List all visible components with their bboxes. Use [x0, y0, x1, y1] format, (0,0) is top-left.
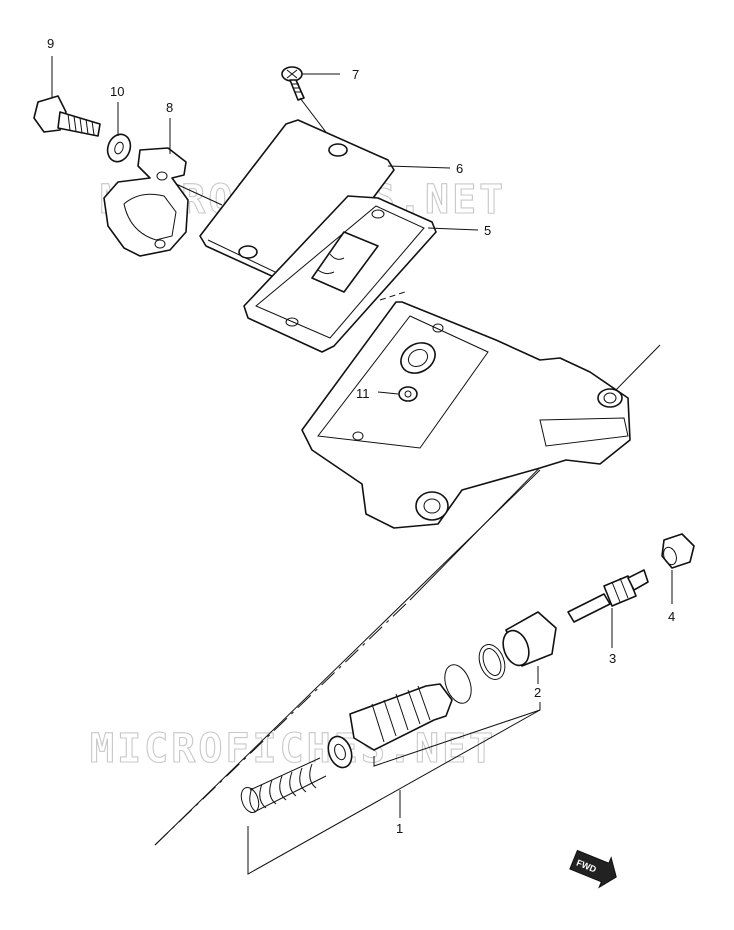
label-part-4: 4 [668, 609, 675, 624]
bolt-part-9 [33, 95, 101, 137]
cap-part-4 [661, 533, 695, 569]
piston-assembly-part-1 [240, 683, 453, 814]
label-part-6: 6 [456, 161, 463, 176]
watermark-bottom: MICROFICHES.NET [90, 726, 496, 772]
label-part-7: 7 [352, 67, 359, 82]
label-part-11: 11 [356, 386, 370, 401]
fwd-arrow-icon: FWD [569, 849, 617, 889]
seal-part-2 [444, 611, 557, 704]
label-part-5: 5 [484, 223, 491, 238]
diaphragm-part-5 [243, 195, 437, 353]
label-part-1: 1 [396, 821, 403, 836]
push-rod-part-3 [567, 569, 649, 623]
label-part-2: 2 [534, 685, 541, 700]
nut-part-11 [398, 386, 418, 402]
guide-lines [154, 177, 661, 846]
leader-lines [51, 56, 673, 875]
label-part-10: 10 [110, 84, 124, 99]
label-part-3: 3 [609, 651, 616, 666]
master-cylinder-body [301, 301, 631, 529]
washer-part-10 [106, 133, 132, 163]
part-labels: 9 10 8 7 6 5 11 4 3 2 1 [47, 36, 675, 836]
clamp-part-8 [103, 147, 189, 257]
label-part-9: 9 [47, 36, 54, 51]
label-part-8: 8 [166, 100, 173, 115]
